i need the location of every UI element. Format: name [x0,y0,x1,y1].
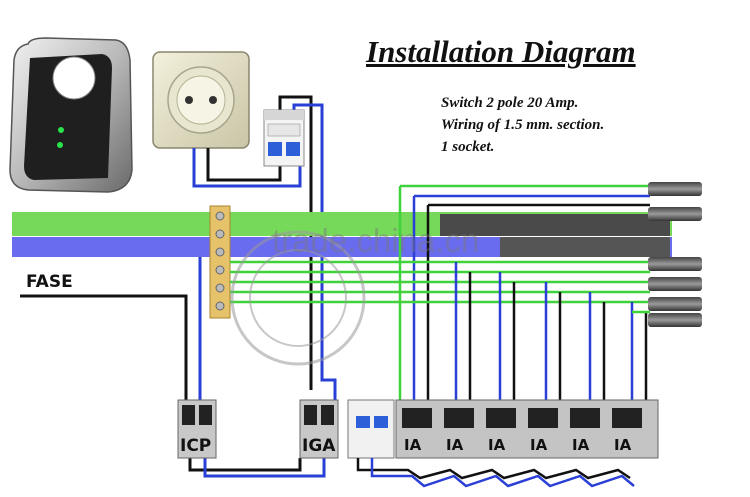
rcd-icon [347,399,395,459]
bottom-link-wires [356,458,635,488]
breaker-label-icp: ICP [180,436,212,456]
breaker-panel [177,399,659,459]
breaker-label-ia-2: IA [446,436,464,454]
phase-label: FASE [26,272,73,292]
phase-wire [20,294,188,400]
spec-line-switch: Switch 2 pole 20 Amp. [441,95,579,111]
company-stamp [230,230,366,366]
cable-sheath-lower [500,237,670,257]
icp-iga-neutral-link [203,458,326,478]
breaker-label-ia-3: IA [488,436,506,454]
earth-bus-bar-icon [209,205,231,319]
energy-saver-device-icon [9,37,133,193]
wall-socket-icon [152,51,250,149]
breaker-label-iga: IGA [302,436,336,456]
spec-line-wiring: Wiring of 1.5 mm. section. [441,117,605,133]
breaker-label-ia-1: IA [404,436,422,454]
page-title: Installation Diagram [366,34,636,69]
circuit-feed-wires [230,184,650,400]
cable-ends [648,182,702,327]
icp-iga-link [188,458,302,472]
breaker-label-ia-6: IA [614,436,632,454]
spec-line-socket: 1 socket. [441,139,495,155]
breaker-label-ia-5: IA [572,436,590,454]
watermark-text: trade.china.cn [272,222,480,259]
two-pole-switch-icon [263,109,305,167]
cable-sheath [440,214,670,236]
breaker-label-ia-4: IA [530,436,548,454]
